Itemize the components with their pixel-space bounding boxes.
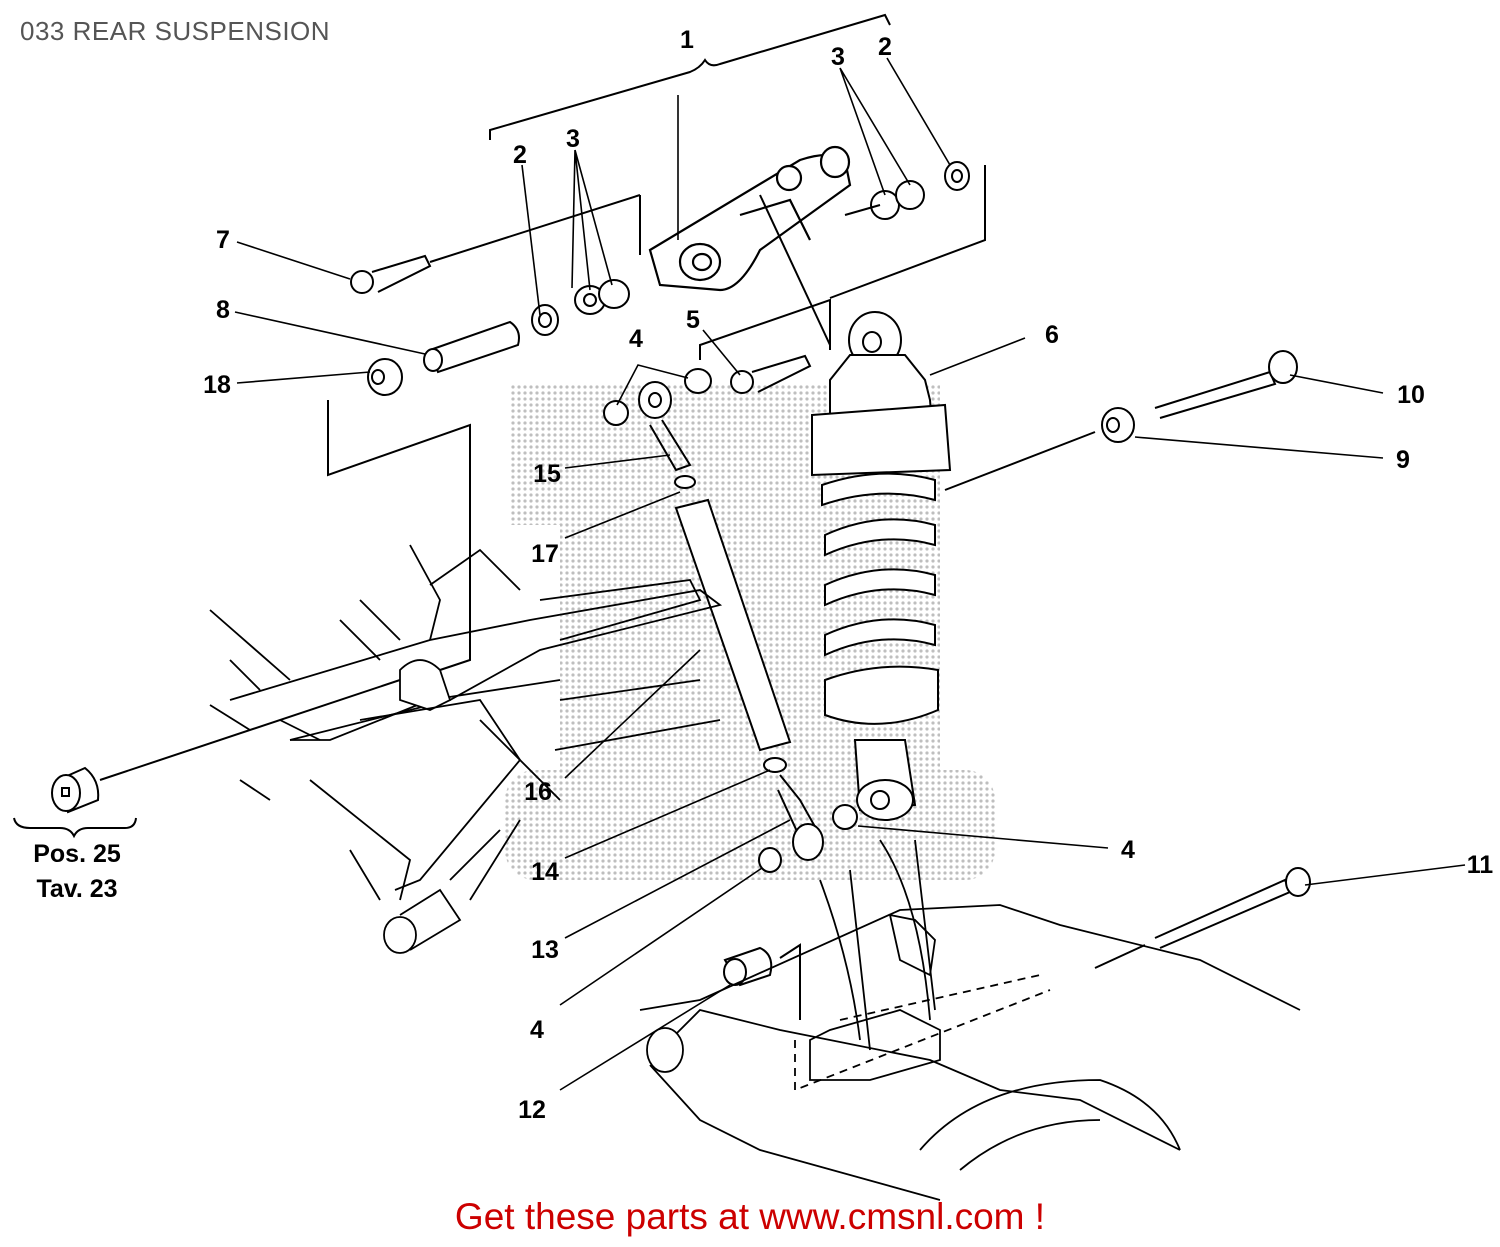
callout-2: 2: [878, 33, 892, 61]
callout-4: 4: [1121, 836, 1135, 864]
bolt-10: [1154, 350, 1298, 419]
callout-4: 4: [629, 325, 643, 353]
callout-15: 15: [533, 460, 561, 488]
leader-lines: [234, 57, 1466, 1091]
callout-13: 13: [531, 936, 559, 964]
callout-3: 3: [831, 43, 845, 71]
needle-bearing-right: [870, 180, 925, 220]
callout-12: 12: [518, 1096, 546, 1124]
callout-4: 4: [530, 1016, 544, 1044]
bolt-11: [1154, 867, 1311, 949]
callout-5: 5: [686, 306, 700, 334]
group-brace: [489, 13, 891, 140]
frame: [209, 544, 723, 954]
tie-rod: [638, 381, 824, 861]
callout-labels: 1 2 2 3 3 4 4 4 5 6 7 8 9 10 11 12 13 14…: [33, 26, 1493, 1124]
callout-10: 10: [1397, 381, 1425, 409]
callout-18: 18: [203, 371, 231, 399]
washer-left: [531, 304, 559, 336]
swingarm: [639, 839, 1301, 1201]
bolt-7: [350, 254, 432, 294]
callout-17: 17: [531, 540, 559, 568]
callout-6: 6: [1045, 321, 1059, 349]
bushing-4-left: [603, 400, 629, 426]
needle-bearing-left: [574, 279, 630, 315]
washer-9: [1101, 407, 1135, 443]
reference-pos: Pos. 25: [33, 840, 121, 868]
callout-1: 1: [680, 26, 694, 54]
bushing-4-mid: [832, 804, 858, 830]
shock-absorber: [811, 311, 952, 821]
callout-8: 8: [216, 296, 230, 324]
bolt-5: [730, 354, 812, 394]
reference-tav: Tav. 23: [36, 875, 117, 903]
callout-16: 16: [524, 778, 552, 806]
rocker-arm: [648, 145, 852, 292]
page-title: 033 REAR SUSPENSION: [20, 16, 331, 46]
callout-7: 7: [216, 226, 230, 254]
callout-11: 11: [1467, 851, 1494, 879]
callout-3: 3: [566, 125, 580, 153]
washer-right: [944, 161, 970, 191]
reference-bushing: [51, 766, 100, 814]
cta-link[interactable]: Get these parts at www.cmsnl.com !: [454, 1196, 1046, 1237]
bushing-4-low: [758, 847, 782, 873]
cta-banner: Get these parts at www.cmsnl.com !: [0, 1196, 1500, 1238]
washer-18: [367, 358, 403, 396]
callout-9: 9: [1396, 446, 1410, 474]
callout-2: 2: [513, 141, 527, 169]
callout-14: 14: [531, 858, 559, 886]
spacer-8: [423, 320, 520, 374]
bushing-4-top: [684, 368, 712, 394]
